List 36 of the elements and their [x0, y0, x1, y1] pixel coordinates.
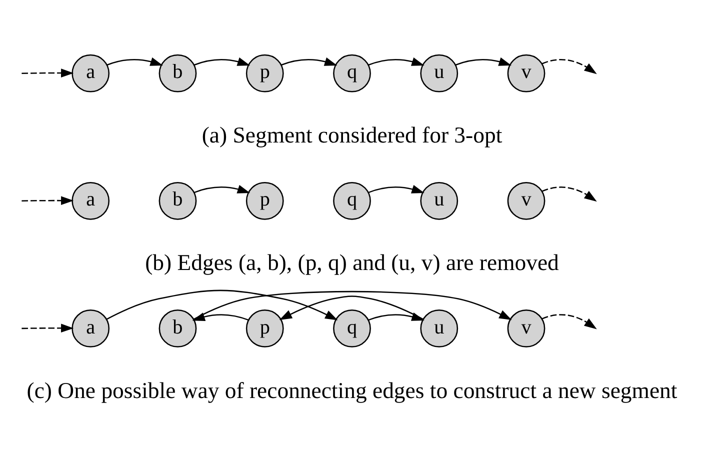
arrow: [368, 57, 424, 66]
arrow: [192, 312, 248, 321]
node-circle: u: [420, 182, 458, 220]
node-circle: p: [246, 182, 284, 220]
node-circle: q: [333, 54, 371, 92]
arrow: [22, 196, 74, 205]
node-circle: q: [333, 310, 371, 348]
label: (a) Segment considered for 3-opt: [202, 122, 502, 148]
node-circle: p: [246, 54, 284, 92]
node-circle: p: [246, 310, 284, 348]
node-circle: u: [420, 54, 458, 92]
arrow: [368, 184, 424, 194]
arrow: [542, 314, 597, 330]
arrow: [194, 184, 250, 194]
arrow: [194, 57, 250, 66]
node-circle: a: [72, 54, 110, 92]
arrow: [22, 68, 74, 78]
node-circle: b: [158, 54, 197, 92]
label: (c) One possible way of reconnecting edges to construct a new segment: [26, 378, 678, 403]
node-circle: b: [158, 310, 197, 348]
arrow: [106, 57, 163, 66]
node-circle: v: [507, 310, 546, 348]
arrow: [281, 57, 338, 66]
arrow: [22, 324, 74, 333]
node-circle: v: [507, 54, 546, 92]
node-circle: a: [72, 182, 110, 220]
arrow: [542, 59, 597, 74]
arrow: [455, 57, 512, 66]
node-circle: b: [158, 182, 197, 220]
node-circle: u: [420, 310, 458, 348]
arrow: [106, 290, 338, 320]
node-circle: q: [333, 182, 371, 220]
node-circle: v: [507, 182, 546, 220]
node-circle: a: [72, 310, 110, 348]
arrow: [542, 186, 597, 202]
label: (b) Edges (a, b), (p, q) and (u, v) are removed: [145, 250, 559, 276]
